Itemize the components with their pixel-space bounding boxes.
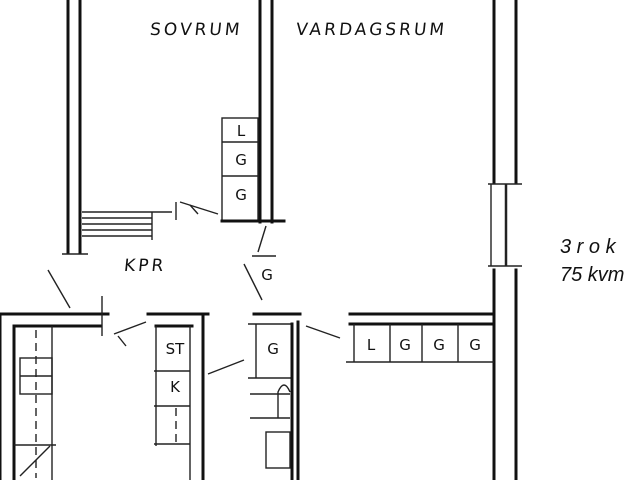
- bathroom-outline: [248, 312, 341, 480]
- window: [488, 183, 522, 267]
- kitchen-unit-cell: ST: [165, 340, 185, 358]
- closet-right-cell: G: [433, 336, 445, 354]
- kitchen-unit-cell: K: [170, 378, 180, 396]
- kitchen-unit-outline: [146, 312, 245, 480]
- hall-doors: [47, 225, 276, 309]
- closet-right-cell: G: [469, 336, 481, 354]
- bedroom-walls: [62, 0, 274, 255]
- bath-closet-cell: G: [267, 340, 279, 358]
- hall-marker: G: [261, 266, 273, 284]
- closet-top-cell: G: [235, 186, 247, 204]
- living-room-walls: [348, 0, 518, 480]
- closet-top-cell: G: [235, 151, 247, 169]
- room-label-living-room: VARDAGSRUM: [294, 20, 449, 40]
- room-label-bedroom: SOVRUM: [148, 20, 244, 40]
- shelf-lines: [82, 211, 172, 240]
- closet-right-cell: L: [366, 336, 376, 354]
- kitchen-walls: [0, 296, 110, 480]
- bedroom-door: [175, 201, 219, 220]
- summary-area: 75 kvm: [560, 264, 625, 286]
- closet-right-cell: G: [399, 336, 411, 354]
- kitchen-door: [113, 321, 147, 347]
- summary-rooms: 3 r o k: [560, 236, 616, 258]
- closet-top-outline: [220, 117, 286, 223]
- closet-top-cell: L: [236, 122, 246, 140]
- room-label-hall: KPR: [122, 256, 168, 276]
- closet-right-outline: [346, 322, 496, 363]
